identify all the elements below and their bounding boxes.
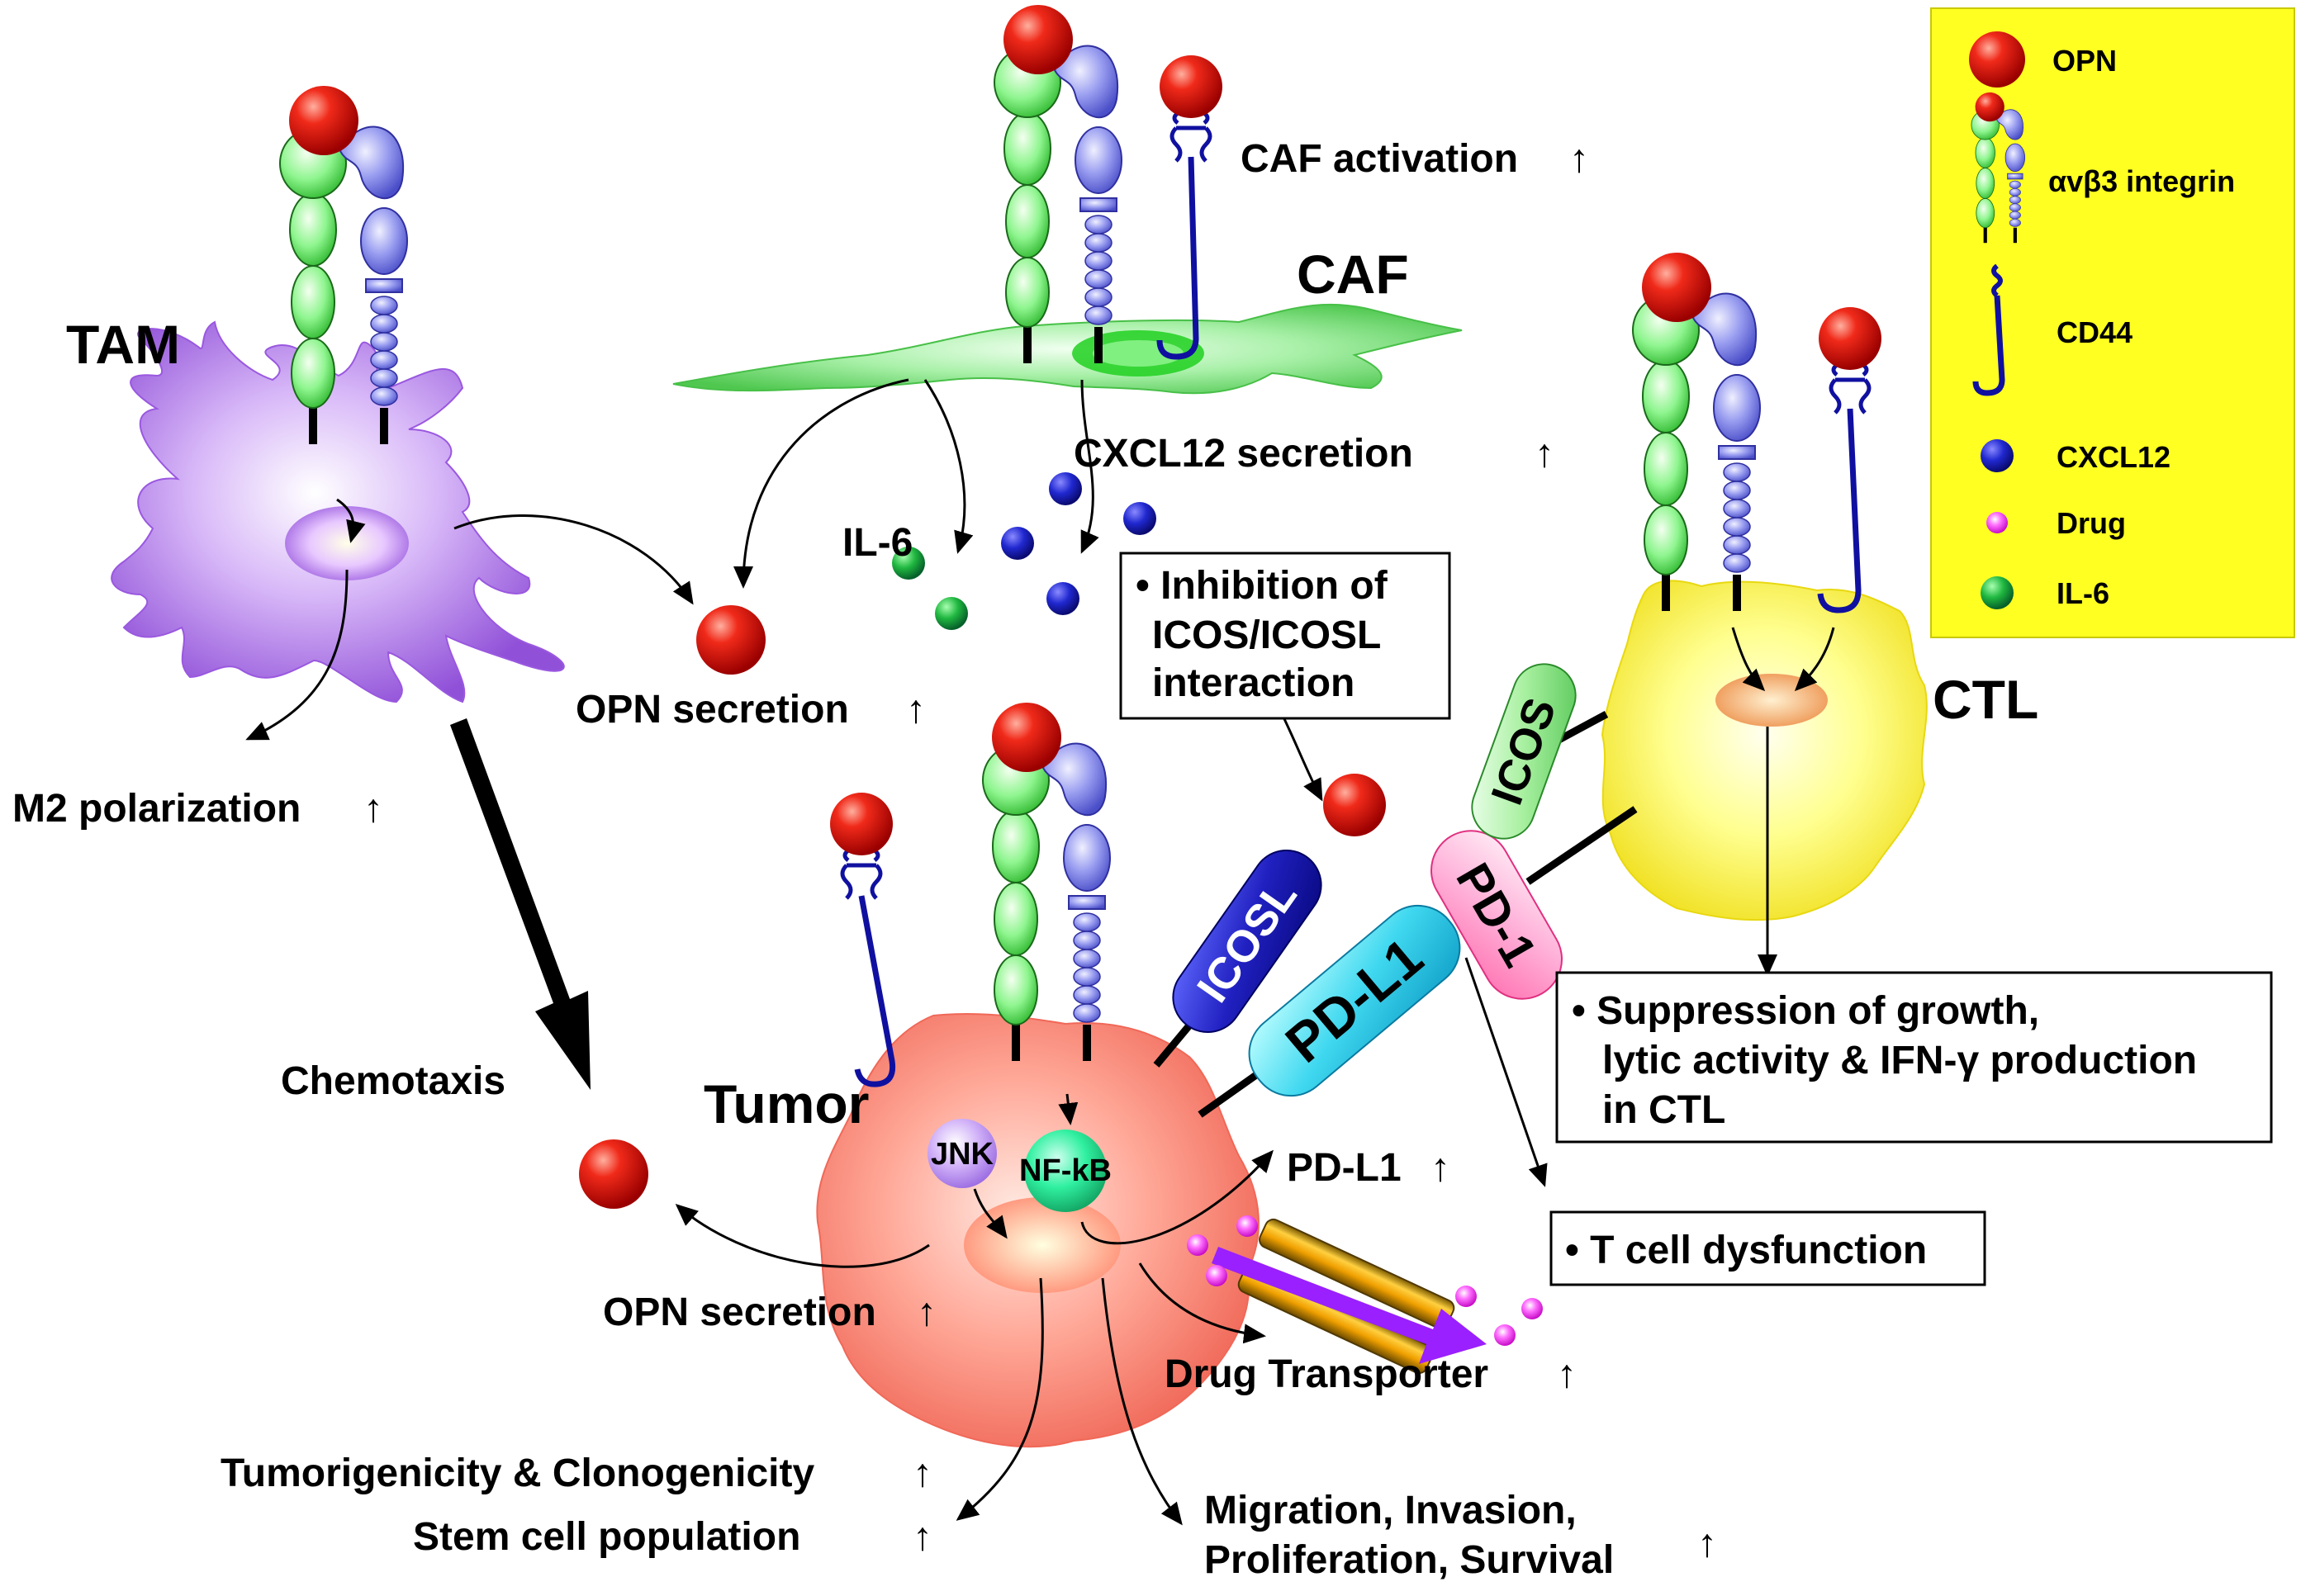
up-arrow: ↑ <box>363 787 383 831</box>
chemotaxis-label: Chemotaxis <box>281 1059 505 1103</box>
suppression-line: in CTL <box>1602 1088 1725 1132</box>
legend-drug-label: Drug <box>2057 506 2126 540</box>
chemotaxis-arrow <box>450 718 591 1090</box>
stem-cell-label: Stem cell population <box>413 1515 800 1559</box>
opn-secretion-top-label: OPN secretion <box>576 688 849 732</box>
jnk-node <box>928 1119 997 1188</box>
migration-label-line1: Migration, Invasion, <box>1204 1489 1577 1532</box>
up-arrow: ↑ <box>1697 1522 1717 1565</box>
tam-nucleus <box>285 506 409 580</box>
ctl-integrin <box>1632 252 1761 612</box>
ctl-cd44 <box>1819 307 1881 613</box>
t-cell-dysfunction-label: • T cell dysfunction <box>1565 1229 1927 1272</box>
up-arrow: ↑ <box>906 688 926 732</box>
suppression-box: • Suppression of growth, lytic activity … <box>1555 971 2273 1144</box>
up-arrow: ↑ <box>1569 137 1589 181</box>
il6-dot <box>892 547 925 580</box>
legend-opn-label: OPN <box>2052 44 2117 78</box>
pdl1-up-label: PD-L1 <box>1287 1146 1402 1190</box>
tam-label: TAM <box>66 314 180 375</box>
up-arrow: ↑ <box>1557 1352 1577 1396</box>
suppression-line: • Suppression of growth, <box>1572 989 2039 1033</box>
cxcl12-dot <box>1049 472 1082 505</box>
suppression-line: lytic activity & IFN-γ production <box>1602 1039 2197 1082</box>
caf-activation-label: CAF activation <box>1241 137 1518 181</box>
icos-molecule: ICOS <box>1471 663 1577 840</box>
il6-label: IL-6 <box>842 521 913 565</box>
nfkb-node <box>1024 1130 1107 1212</box>
up-arrow: ↑ <box>917 1291 937 1334</box>
up-arrow: ↑ <box>1535 432 1554 476</box>
opn-secretion-bottom-label: OPN secretion <box>603 1291 876 1334</box>
icos-box-line: • Inhibition of <box>1136 564 1388 608</box>
secreted-molecules <box>579 472 1156 1209</box>
cxcl12-secretion-label: CXCL12 secretion <box>1074 432 1413 476</box>
icosl-opn <box>1323 774 1386 836</box>
legend-panel: OPN αvβ3 integrin CD44 CXCL12 Drug IL-6 <box>1930 7 2295 638</box>
caf-cell <box>672 303 1463 395</box>
tumor-integrin <box>982 702 1111 1062</box>
ctl-nucleus <box>1715 674 1828 727</box>
icos-box-line: ICOS/ICOSL <box>1152 613 1381 657</box>
ctl-label: CTL <box>1933 669 2038 730</box>
opn-secreted-bottom <box>579 1139 648 1209</box>
tumor-nucleus <box>964 1197 1121 1293</box>
tumorigenicity-label: Tumorigenicity & Clonogenicity <box>221 1452 814 1495</box>
cxcl12-dot <box>1046 582 1079 615</box>
caf-label: CAF <box>1297 244 1409 305</box>
legend-cd44-label: CD44 <box>2057 315 2133 349</box>
tumor-cd44 <box>830 793 896 1087</box>
icos-inhibition-box: • Inhibition of ICOS/ICOSL interaction <box>1119 552 1451 720</box>
t-cell-dysfunction-box: • T cell dysfunction <box>1549 1210 1986 1286</box>
nfkb-label: NF-kB <box>1019 1153 1112 1188</box>
legend-cxcl12-label: CXCL12 <box>2057 440 2171 474</box>
migration-label-line2: Proliferation, Survival <box>1204 1538 1614 1582</box>
il6-dot <box>935 597 968 630</box>
legend-il6-icon <box>1981 576 2014 609</box>
icos-box-line: interaction <box>1152 661 1355 705</box>
signal-arrows <box>245 378 1835 1526</box>
drug-transporter <box>1187 1215 1543 1375</box>
tumor-label: Tumor <box>704 1073 869 1134</box>
cxcl12-dot <box>1001 527 1034 560</box>
up-arrow: ↑ <box>913 1515 932 1559</box>
drug-transporter-label: Drug Transporter <box>1165 1352 1488 1396</box>
caf-cd44 <box>1156 55 1222 360</box>
m2-polarization-label: M2 polarization <box>12 787 301 831</box>
jnk-label: JNK <box>931 1137 994 1172</box>
legend-il6-label: IL-6 <box>2057 576 2109 610</box>
caf-integrin <box>994 4 1122 364</box>
legend-drug-icon <box>1986 512 2008 533</box>
legend-opn-icon <box>1969 31 2025 88</box>
legend-integrin-label: αvβ3 integrin <box>2048 164 2235 198</box>
cxcl12-dot <box>1123 502 1156 535</box>
ctl-cell <box>1601 580 1928 921</box>
legend-cd44-icon <box>1972 263 2005 396</box>
up-arrow: ↑ <box>1430 1146 1450 1190</box>
drug-efflux-arrow <box>1212 1247 1487 1364</box>
up-arrow: ↑ <box>913 1452 932 1495</box>
opn-secreted-top <box>696 605 766 675</box>
effect-labels: CAF activation ↑ CXCL12 secretion ↑ IL-6… <box>12 137 1717 1582</box>
legend-cxcl12-icon <box>1981 439 2014 472</box>
tam-cell <box>111 320 565 703</box>
